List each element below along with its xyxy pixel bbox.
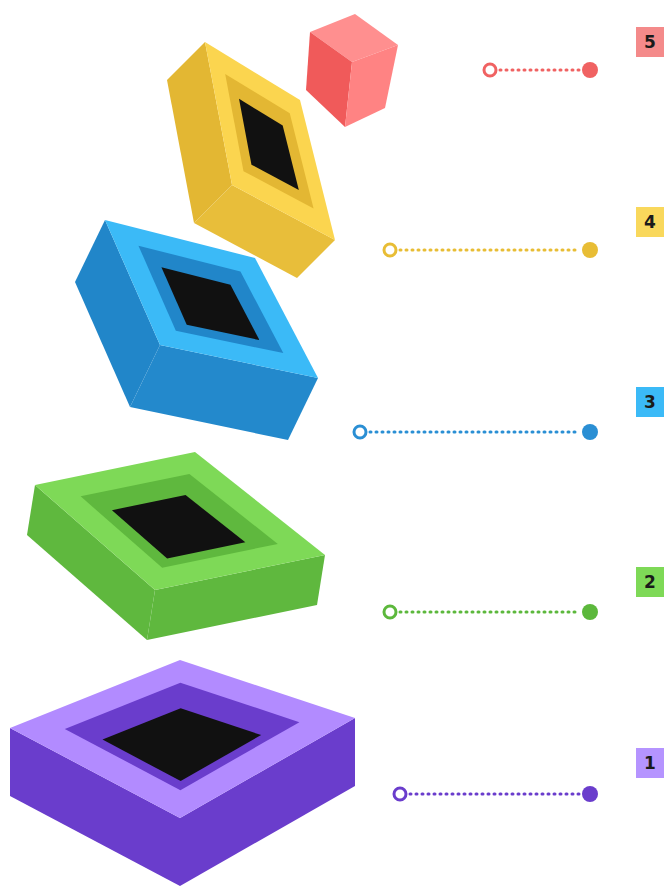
callout-number: 5 [644,34,656,51]
frame-hole [102,708,261,781]
dotted-line [400,611,580,614]
layer-frame [27,452,325,640]
open-dot [384,606,396,618]
frame-hole [239,99,299,190]
callout-number-box: 3 [636,387,664,417]
open-dot [354,426,366,438]
cube-side [345,45,398,127]
open-dot [384,244,396,256]
leader-line [394,786,598,802]
frame-inner-wall [225,74,313,209]
callout-number-box: 2 [636,567,664,597]
filled-dot [582,424,598,440]
dotted-line [370,431,580,434]
open-dot [484,64,496,76]
filled-dot [582,62,598,78]
callout-number: 4 [644,214,656,231]
callout-number-box: 1 [636,748,664,778]
cube-side [306,32,352,127]
filled-dot [582,242,598,258]
leader-lines [354,62,598,802]
cube [306,14,398,127]
frame-top [35,452,325,590]
dotted-line [400,249,580,252]
filled-dot [582,786,598,802]
layer-frame [10,660,355,886]
frame-hole [161,267,259,340]
leader-line [384,604,598,620]
stacked-layers [10,14,398,886]
callout-number: 3 [644,394,656,411]
callout-number-box: 4 [636,207,664,237]
callout-number: 2 [644,574,656,591]
filled-dot [582,604,598,620]
leader-line [484,62,598,78]
callout-number: 1 [644,755,656,772]
frame-top [10,660,355,818]
leader-line [354,424,598,440]
frame-inner-wall [65,683,300,790]
frame-inner-wall [81,474,278,568]
leader-line [384,242,598,258]
frame-inner-wall [138,246,283,353]
dotted-line [410,793,580,796]
frame-hole [112,495,245,558]
dotted-line [500,69,580,72]
open-dot [394,788,406,800]
callout-number-box: 5 [636,27,664,57]
